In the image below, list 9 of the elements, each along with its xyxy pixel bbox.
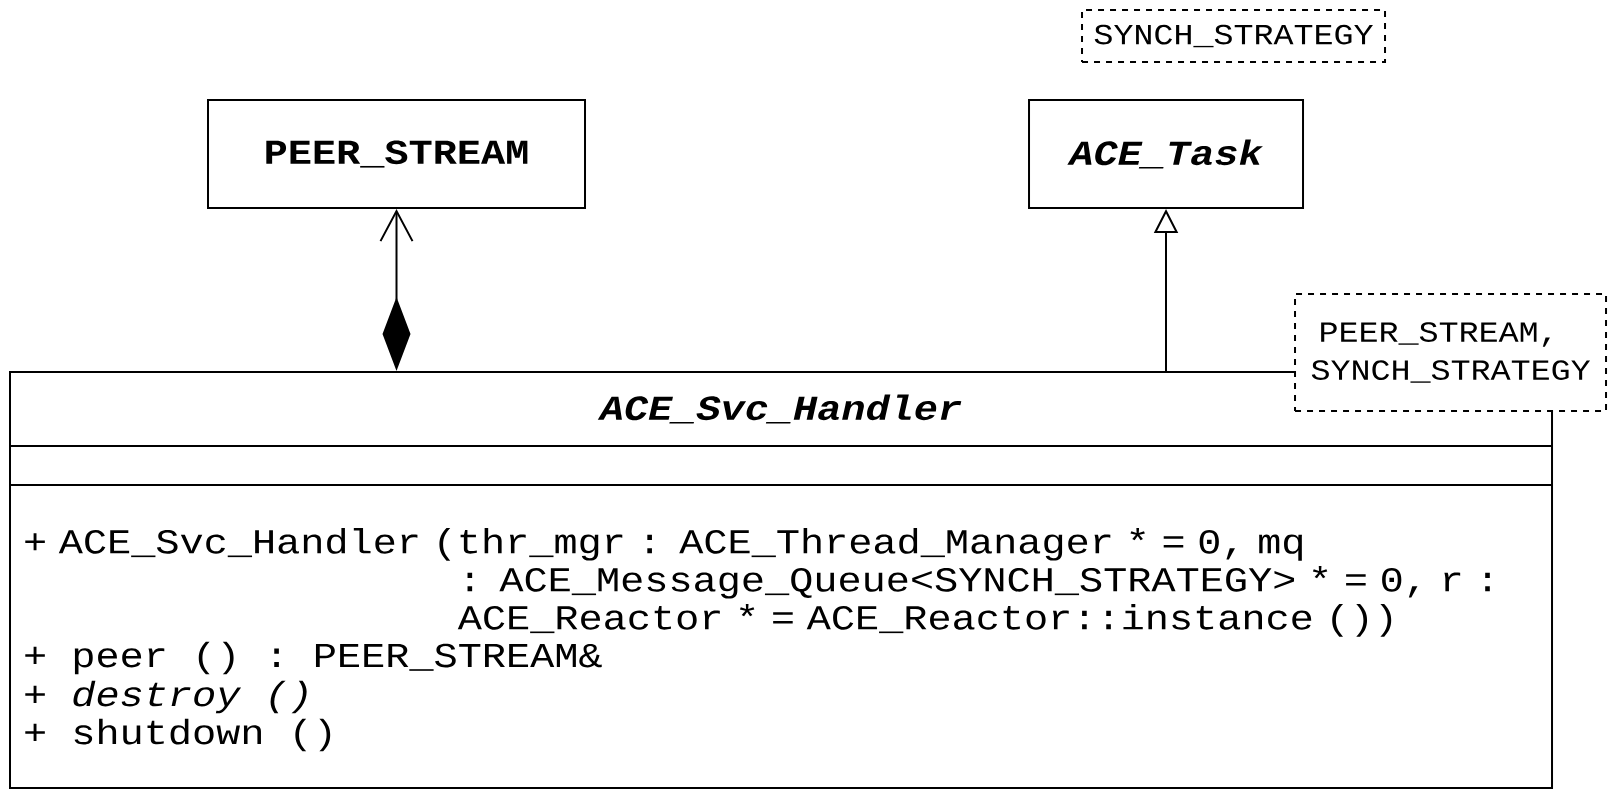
template-parameter-box: SYNCH_STRATEGY bbox=[1081, 9, 1386, 63]
class-box: ACE_Task bbox=[1028, 99, 1304, 209]
operation-text: + ACE_Svc_Handler (thr_mgr : ACE_Thread_Manager * = 0, mq : ACE_Message_Queue<SYNCH_STRATEGY> * = 0, r : ACE_Reactor * = ACE_Reactor::instance ()) bbox=[25, 528, 1490, 637]
class-name: ACE_Svc_Handler bbox=[597, 394, 962, 424]
operation-text: + peer () : PEER_STREAM& bbox=[25, 641, 602, 675]
operation-text: + destroy () bbox=[25, 680, 307, 714]
template-parameter-box: PEER_STREAM, SYNCH_STRATEGY bbox=[1294, 293, 1608, 412]
operation-text: + shutdown () bbox=[25, 718, 331, 752]
class-box: PEER_STREAM bbox=[207, 99, 586, 209]
